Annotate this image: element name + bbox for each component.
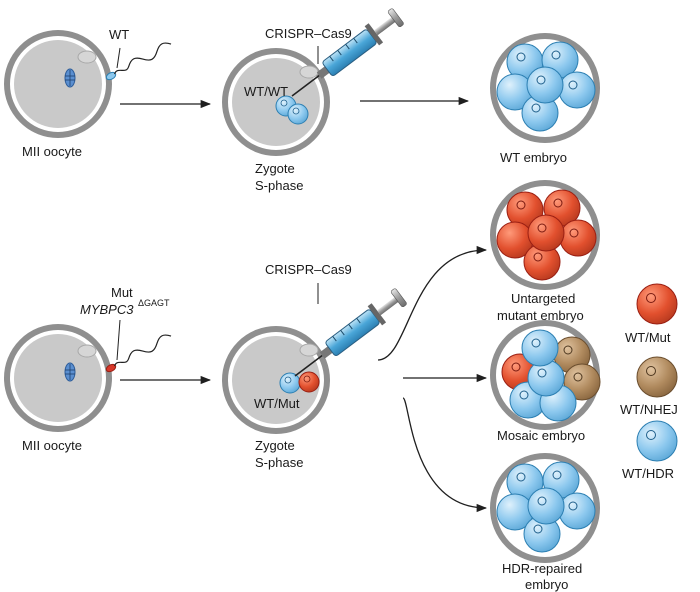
- polar-body: [77, 50, 97, 64]
- polar-body: [77, 344, 97, 358]
- wt-sperm-icon: [105, 39, 174, 81]
- spindle-icon: [64, 68, 76, 88]
- arrow-to-hdr: [402, 397, 488, 513]
- wt-sperm-label: WT: [109, 27, 129, 42]
- blue-cell-icon: [636, 420, 678, 462]
- pronucleus-wt-icon: [279, 372, 301, 394]
- wt-blastomere-icon: [521, 329, 559, 367]
- zygote-wt-label: WT/WT: [244, 84, 288, 99]
- hdr-label-1: HDR-repaired: [502, 561, 582, 576]
- mut-blastomere-icon: [496, 189, 597, 281]
- mut-sperm-allele-label: ΔGAGT: [138, 298, 170, 308]
- wt-blastomere-icon: [496, 41, 596, 132]
- zygote-bottom: [222, 326, 330, 434]
- arrow-to-untargeted: [377, 245, 488, 361]
- pronucleus-mut-icon: [298, 371, 320, 393]
- hdr-blastomere-icon: [496, 461, 596, 553]
- mut-sperm-leader: [116, 319, 121, 361]
- mut-sperm-gene-label: MYBPC3: [80, 302, 134, 317]
- wt-embryo: [490, 33, 600, 143]
- hdr-label-2: embryo: [525, 577, 568, 592]
- hdr-embryo: [490, 453, 600, 563]
- mosaic-label: Mosaic embryo: [497, 428, 585, 443]
- zygote-bottom-label-1: Zygote: [255, 438, 295, 453]
- mut-sperm-label-1: Mut: [111, 285, 133, 300]
- legend-label: WT/Mut: [625, 330, 671, 345]
- zygote-bottom-label-2: S-phase: [255, 455, 303, 470]
- oocyte-top: [4, 30, 112, 138]
- legend-item-wt-nhej: WT/NHEJ: [620, 356, 678, 417]
- oocyte-bottom-label: MII oocyte: [22, 438, 82, 453]
- legend: WT/Mut WT/NHEJ WT/HDR: [620, 283, 678, 481]
- legend-item-wt-mut: WT/Mut: [625, 283, 678, 345]
- zygote-top-label-2: S-phase: [255, 178, 303, 193]
- mosaic-embryo: [490, 320, 601, 430]
- cas9-bottom-label: CRISPR–Cas9: [265, 262, 352, 277]
- branch-arrows: [377, 245, 488, 513]
- pronucleus-wt-icon: [287, 103, 309, 125]
- zygote-top: [222, 48, 330, 156]
- untargeted-embryo: [490, 180, 600, 290]
- spindle-icon: [64, 362, 76, 382]
- legend-label: WT/NHEJ: [620, 402, 678, 417]
- brown-cell-icon: [636, 356, 678, 398]
- untargeted-label-1: Untargeted: [511, 291, 575, 306]
- oocyte-top-label: MII oocyte: [22, 144, 82, 159]
- cas9-top-label: CRISPR–Cas9: [265, 26, 352, 41]
- oocyte-bottom: [4, 324, 112, 432]
- legend-label: WT/HDR: [622, 466, 674, 481]
- zygote-top-label-1: Zygote: [255, 161, 295, 176]
- zygote-mut-label: WT/Mut: [254, 396, 300, 411]
- red-cell-icon: [636, 283, 678, 325]
- wt-sperm-leader: [116, 47, 121, 69]
- wt-embryo-label: WT embryo: [500, 150, 567, 165]
- untargeted-label-2: mutant embryo: [497, 308, 584, 323]
- legend-item-wt-hdr: WT/HDR: [622, 420, 678, 481]
- mut-sperm-icon: [105, 331, 174, 373]
